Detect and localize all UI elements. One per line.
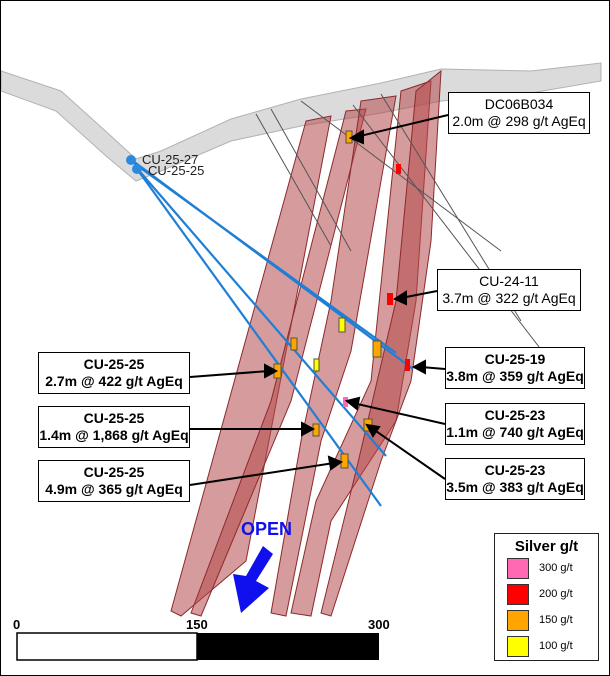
open-arrow-icon bbox=[233, 546, 273, 613]
callout-interval: 3.5m @ 383 g/t AgEq bbox=[446, 479, 584, 495]
legend: Silver g/t 300 g/t 200 g/t 150 g/t 100 g… bbox=[494, 533, 599, 661]
callout-interval: 3.7m @ 322 g/t AgEq bbox=[442, 290, 576, 306]
scale-tick-label: 0 bbox=[13, 617, 21, 632]
drillhole-trace bbox=[270, 108, 352, 252]
vein-plane bbox=[170, 115, 332, 617]
legend-label: 300 g/t bbox=[539, 562, 573, 574]
callout-hole: CU-25-25 bbox=[83, 464, 145, 480]
legend-swatch bbox=[507, 635, 529, 657]
drillhole-trace bbox=[352, 104, 547, 357]
intercept-marker bbox=[396, 164, 401, 174]
intercept-marker bbox=[340, 453, 349, 469]
open-label: OPEN bbox=[241, 519, 293, 539]
vein-plane bbox=[320, 69, 442, 617]
collar-label: CU-25-27 bbox=[142, 152, 199, 167]
legend-item: 100 g/t bbox=[507, 633, 598, 659]
callout-hole: DC06B034 bbox=[484, 96, 554, 112]
legend-item: 200 g/t bbox=[507, 581, 598, 607]
scale-tick-label: 300 bbox=[368, 617, 390, 632]
collar-cu-25-27 bbox=[126, 155, 136, 165]
drillhole-cu-25-27 bbox=[130, 160, 397, 354]
callout-hole: CU-25-25 bbox=[83, 356, 145, 372]
collar-cu-25-25 bbox=[132, 164, 142, 174]
legend-swatch bbox=[507, 583, 529, 605]
legend-swatch bbox=[507, 609, 529, 631]
intercept-marker bbox=[405, 359, 410, 371]
callout-interval: 2.7m @ 422 g/t AgEq bbox=[45, 373, 183, 389]
legend-label: 150 g/t bbox=[539, 614, 573, 626]
legend-item: 150 g/t bbox=[507, 607, 598, 633]
callout-hole: CU-25-23 bbox=[484, 407, 546, 423]
drillhole-cu-25-23 bbox=[134, 165, 387, 457]
drillhole-trace bbox=[300, 100, 502, 252]
intercept-marker bbox=[387, 293, 393, 305]
intercept-marker bbox=[312, 423, 320, 437]
scale-tick-label: 150 bbox=[186, 617, 208, 632]
legend-swatch bbox=[507, 557, 529, 579]
callout-interval: 3.8m @ 359 g/t AgEq bbox=[446, 368, 584, 384]
collar-label: CU-25-25 bbox=[148, 163, 205, 178]
intercept-marker bbox=[343, 397, 348, 407]
legend-label: 100 g/t bbox=[539, 640, 573, 652]
new-drillholes bbox=[130, 160, 414, 507]
callout-interval: 1.4m @ 1,868 g/t AgEq bbox=[39, 427, 189, 443]
scale-bar-white bbox=[16, 632, 198, 661]
callout-hole: CU-25-23 bbox=[484, 462, 546, 478]
vein-plane bbox=[270, 95, 397, 617]
callout-hole: CU-25-25 bbox=[83, 410, 145, 426]
intercept-marker bbox=[372, 340, 382, 358]
intercept-marker bbox=[313, 358, 320, 372]
callout-interval: 2.0m @ 298 g/t AgEq bbox=[452, 113, 586, 129]
intercept-marker bbox=[338, 317, 346, 333]
scale-bar-black bbox=[197, 633, 379, 660]
callout-hole: CU-25-19 bbox=[484, 351, 546, 367]
drillhole-trace bbox=[255, 113, 332, 247]
callout-hole: CU-24-11 bbox=[479, 273, 539, 289]
legend-label: 200 g/t bbox=[539, 588, 573, 600]
vein-planes bbox=[170, 69, 442, 617]
callout-interval: 4.9m @ 365 g/t AgEq bbox=[45, 481, 183, 497]
intercept-marker bbox=[290, 337, 298, 351]
legend-item: 300 g/t bbox=[507, 555, 598, 581]
drillhole-cu-25-25 bbox=[136, 168, 382, 507]
callout-interval: 1.1m @ 740 g/t AgEq bbox=[446, 424, 584, 440]
leader-arrows bbox=[189, 114, 449, 486]
legend-title: Silver g/t bbox=[514, 538, 579, 555]
